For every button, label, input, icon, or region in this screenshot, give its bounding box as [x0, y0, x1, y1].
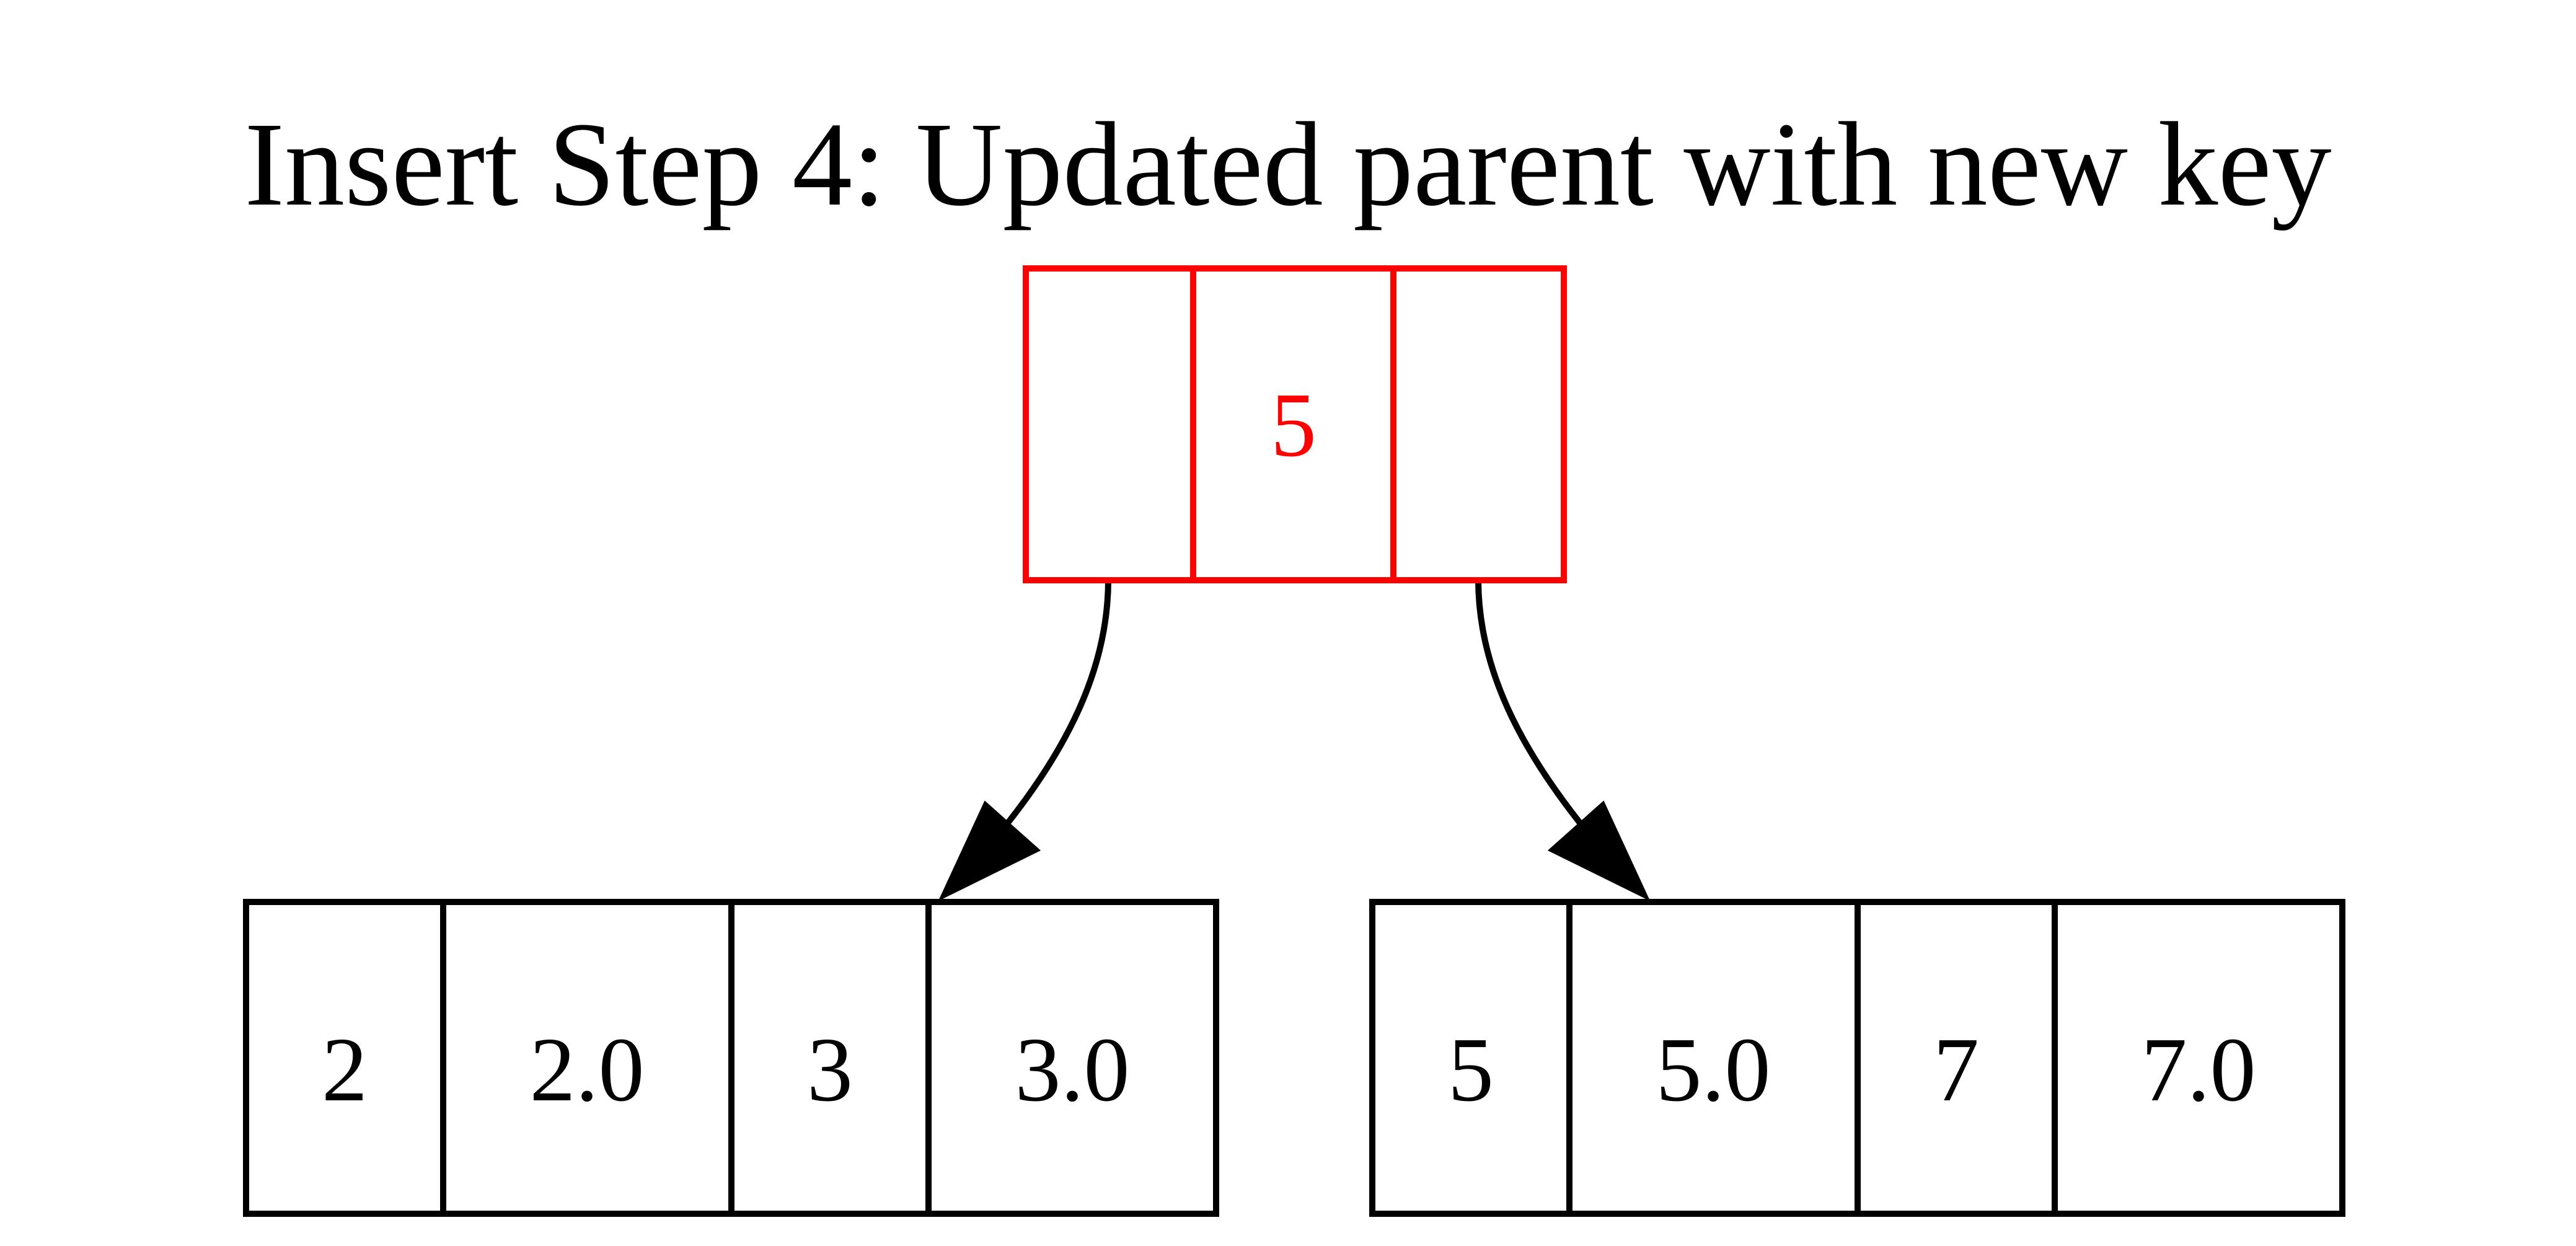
edge-parent-to-left-leaf	[1002, 579, 1111, 830]
edges	[938, 579, 1651, 901]
left-leaf-value: 2.0	[530, 1019, 645, 1121]
parent-node-border	[1023, 265, 1567, 583]
edge-parent-to-right-leaf	[1475, 579, 1586, 830]
parent-cell-key: 5	[1271, 374, 1317, 476]
left-leaf-value: 3.0	[1015, 1019, 1130, 1121]
left-leaf-key: 3	[807, 1019, 853, 1121]
right-leaf-key: 5	[1448, 1019, 1494, 1121]
diagram-title: Insert Step 4: Updated parent with new k…	[244, 97, 2331, 231]
right-leaf-key: 7	[1933, 1019, 1979, 1121]
arrowhead-left	[938, 800, 1041, 901]
right-leaf-value: 7.0	[2142, 1019, 2256, 1121]
left-leaf-key: 2	[322, 1019, 368, 1121]
right-leaf-value: 5.0	[1656, 1019, 1771, 1121]
right-leaf-node: 5 5.0 7 7.0	[1369, 899, 2345, 1217]
arrowhead-right	[1547, 800, 1651, 901]
parent-node: 5	[1023, 265, 1567, 583]
left-leaf-node: 2 2.0 3 3.0	[243, 899, 1219, 1217]
